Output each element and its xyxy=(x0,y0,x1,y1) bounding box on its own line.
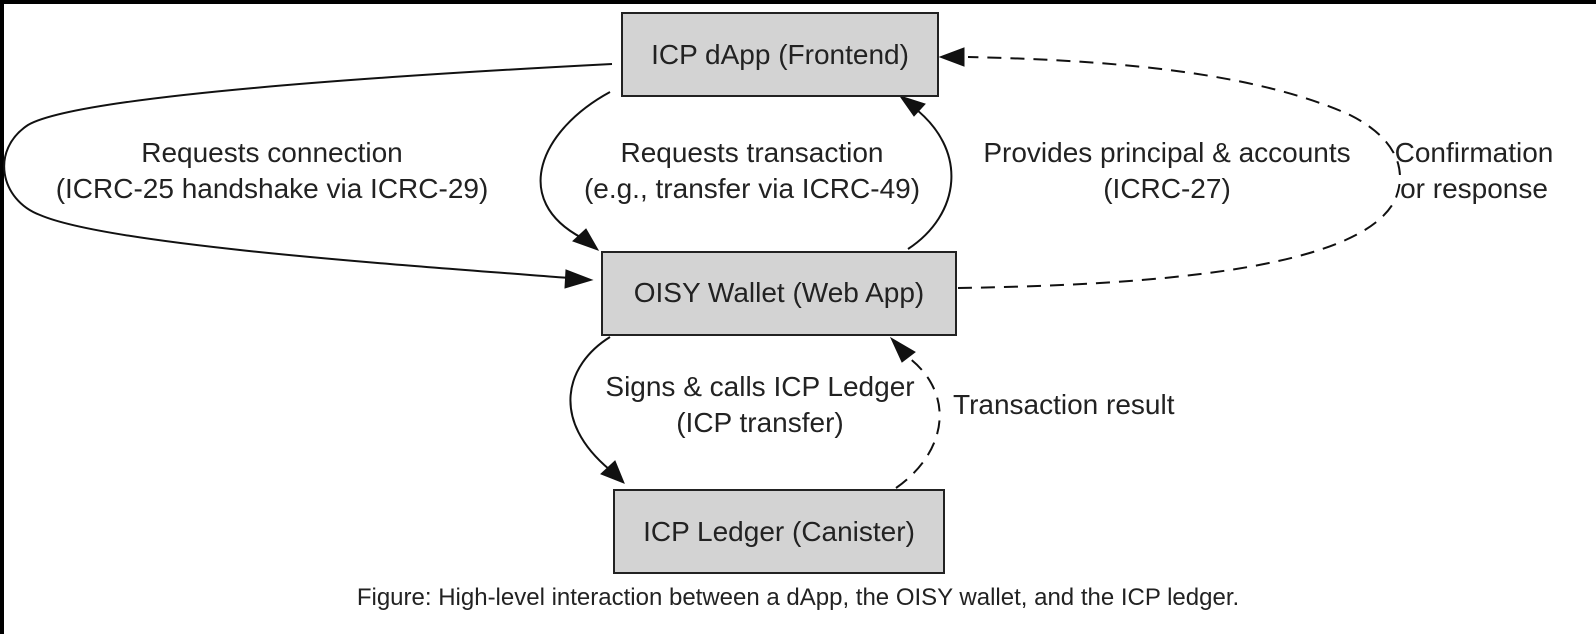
label-signs-calls-line2: (ICP transfer) xyxy=(676,407,844,438)
label-confirmation-line2: or response xyxy=(1400,173,1548,204)
node-wallet-label: OISY Wallet (Web App) xyxy=(634,277,925,308)
label-confirmation-line1: Confirmation xyxy=(1395,137,1554,168)
label-requests-connection-line2: (ICRC-25 handshake via ICRC-29) xyxy=(56,173,489,204)
edge-requests-transaction-arrowhead xyxy=(572,228,600,251)
label-signs-calls: Signs & calls ICP Ledger (ICP transfer) xyxy=(605,371,914,438)
label-transaction-result-line1: Transaction result xyxy=(953,389,1175,420)
label-provides-principal-line1: Provides principal & accounts xyxy=(983,137,1350,168)
node-ledger: ICP Ledger (Canister) xyxy=(613,489,945,574)
figure-caption: Figure: High-level interaction between a… xyxy=(357,584,1239,611)
edge-provides-principal xyxy=(907,105,953,250)
node-ledger-label: ICP Ledger (Canister) xyxy=(643,516,915,547)
label-transaction-result: Transaction result xyxy=(953,389,1175,420)
label-provides-principal-line2: (ICRC-27) xyxy=(1103,173,1231,204)
label-requests-connection-line1: Requests connection xyxy=(141,137,403,168)
node-dapp-label: ICP dApp (Frontend) xyxy=(651,39,909,70)
label-requests-transaction-line1: Requests transaction xyxy=(620,137,883,168)
label-provides-principal: Provides principal & accounts (ICRC-27) xyxy=(983,137,1350,204)
edge-signs-calls xyxy=(569,336,611,471)
label-confirmation: Confirmation or response xyxy=(1395,137,1554,204)
edge-confirmation-arrowhead xyxy=(938,47,965,67)
label-requests-connection: Requests connection (ICRC-25 handshake v… xyxy=(56,137,489,204)
edge-transaction-result xyxy=(895,354,941,489)
edge-transaction-result-arrowhead xyxy=(889,336,916,363)
label-signs-calls-line1: Signs & calls ICP Ledger xyxy=(605,371,914,402)
label-requests-transaction: Requests transaction (e.g., transfer via… xyxy=(584,137,920,204)
node-dapp: ICP dApp (Frontend) xyxy=(621,12,939,97)
edge-provides-principal-arrowhead xyxy=(898,95,926,117)
label-requests-transaction-line2: (e.g., transfer via ICRC-49) xyxy=(584,173,920,204)
edge-requests-connection xyxy=(3,63,613,279)
edge-requests-connection-arrowhead xyxy=(564,269,594,289)
node-wallet: OISY Wallet (Web App) xyxy=(601,251,957,336)
edge-requests-transaction xyxy=(539,91,611,239)
edge-signs-calls-arrowhead xyxy=(600,460,625,484)
diagram-canvas: ICP dApp (Frontend) OISY Wallet (Web App… xyxy=(3,4,1596,634)
